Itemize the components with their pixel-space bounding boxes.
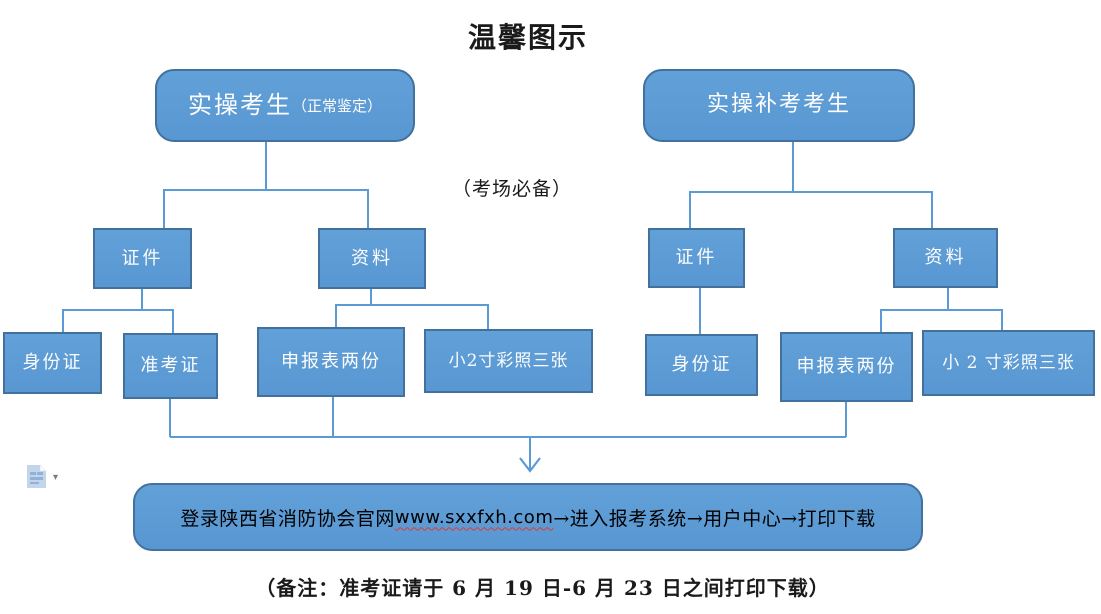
node-right-materials: 资料: [893, 228, 998, 288]
node-label: 证件: [675, 247, 718, 269]
connector-left-root: [163, 142, 369, 228]
website-url: www.sxxfxh.com: [394, 506, 554, 528]
node-label: 小2寸彩照三张: [448, 350, 569, 371]
connector-left-material: [335, 289, 489, 329]
node-left-photos: 小2寸彩照三张: [424, 329, 593, 393]
connector-right-root: [689, 142, 933, 228]
node-label: 申报表两份: [281, 351, 381, 373]
node-right-application-forms: 申报表两份: [780, 332, 913, 402]
node-label: 实操考生: [187, 91, 292, 120]
node-label: 准考证: [140, 355, 201, 377]
node-right-photos: 小 2 寸彩照三张: [922, 330, 1095, 396]
node-label: 身份证: [22, 352, 83, 374]
node-sublabel: （正常鉴定）: [291, 96, 382, 115]
paste-options-button[interactable]: ▾: [26, 464, 72, 494]
connector-collector: [169, 397, 847, 470]
node-download-instructions: 登录陕西省消防协会官网 www.sxxfxh.com→进入报考系统→用户中心→打…: [133, 483, 923, 551]
node-label: 资料: [351, 247, 393, 269]
node-left-application-forms: 申报表两份: [257, 327, 405, 397]
node-label: 实操补考考生: [706, 92, 851, 118]
chevron-down-icon[interactable]: ▾: [53, 472, 59, 483]
footer-note: （备注：准考证请于 6 月 19 日-6 月 23 日之间打印下载）: [255, 576, 830, 600]
node-left-materials: 资料: [318, 228, 426, 289]
node-label: 申报表两份: [796, 356, 897, 378]
node-retake-candidate: 实操补考考生: [643, 69, 915, 142]
node-practical-candidate: 实操考生（正常鉴定）: [155, 69, 415, 142]
node-left-admission-ticket: 准考证: [123, 333, 218, 399]
connector-right-material: [880, 288, 1003, 332]
node-label: 身份证: [671, 354, 732, 376]
node-left-certificates: 证件: [93, 228, 192, 289]
node-right-id-card: 身份证: [645, 334, 758, 396]
result-text-suffix: →进入报考系统→用户中心→打印下载: [553, 507, 876, 530]
exam-site-annotation: （考场必备）: [452, 178, 573, 200]
node-label: 小 2 寸彩照三张: [942, 352, 1075, 373]
node-right-certificates: 证件: [648, 228, 745, 288]
node-label: 资料: [924, 247, 967, 269]
page-title: 温馨图示: [467, 21, 588, 54]
connector-left-cert: [62, 289, 174, 333]
paste-options-icon: [27, 464, 47, 488]
arrowhead-down-icon: [519, 457, 541, 473]
node-label: 证件: [121, 247, 164, 269]
result-text-prefix: 登录陕西省消防协会官网: [180, 507, 395, 530]
node-left-id-card: 身份证: [3, 332, 102, 394]
